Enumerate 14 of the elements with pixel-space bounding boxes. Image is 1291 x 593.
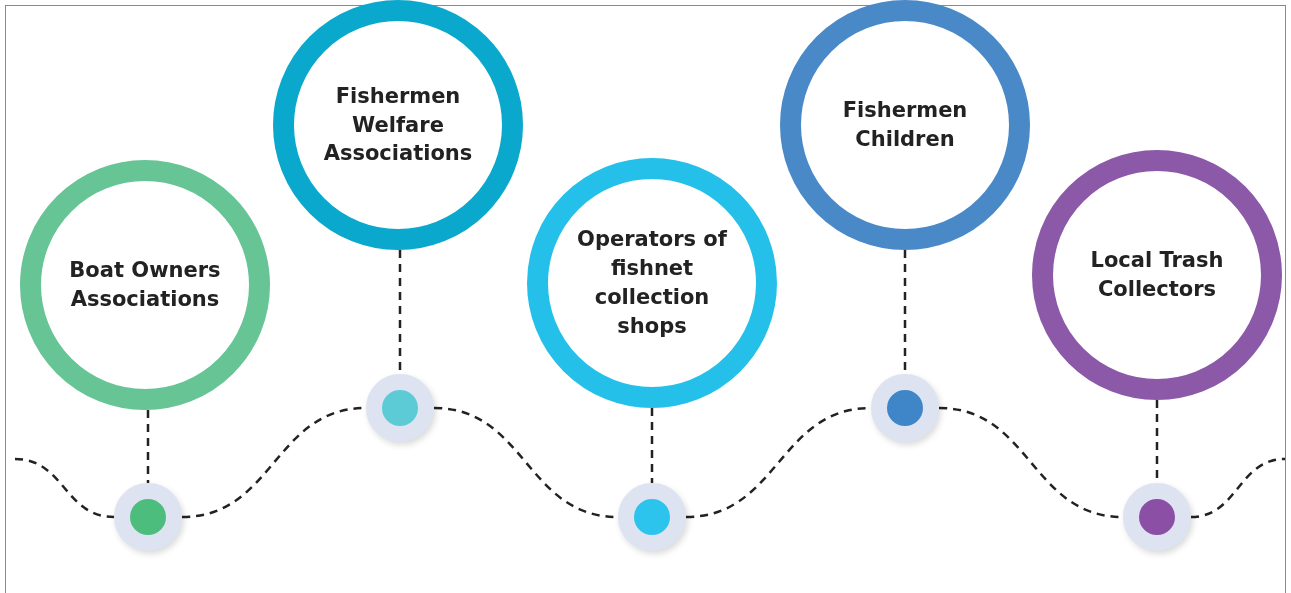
- dashed-connector: [146, 410, 150, 483]
- dashed-connector: [14, 457, 115, 519]
- stakeholder-label: Operators of fishnet collection shops: [576, 226, 728, 340]
- dashed-connector: [1190, 457, 1286, 519]
- timeline-dot: [871, 374, 939, 442]
- dashed-connector: [650, 408, 654, 483]
- stakeholder-label: Local Trash Collectors: [1089, 247, 1225, 303]
- stakeholder-label: Fishermen Children: [841, 97, 969, 153]
- timeline-dot: [366, 374, 434, 442]
- timeline-dot: [114, 483, 182, 551]
- timeline-dot: [618, 483, 686, 551]
- timeline-dot: [1123, 483, 1191, 551]
- stakeholder-label: Boat Owners Associations: [68, 257, 222, 313]
- stakeholder-label: Fishermen Welfare Associations: [322, 82, 474, 168]
